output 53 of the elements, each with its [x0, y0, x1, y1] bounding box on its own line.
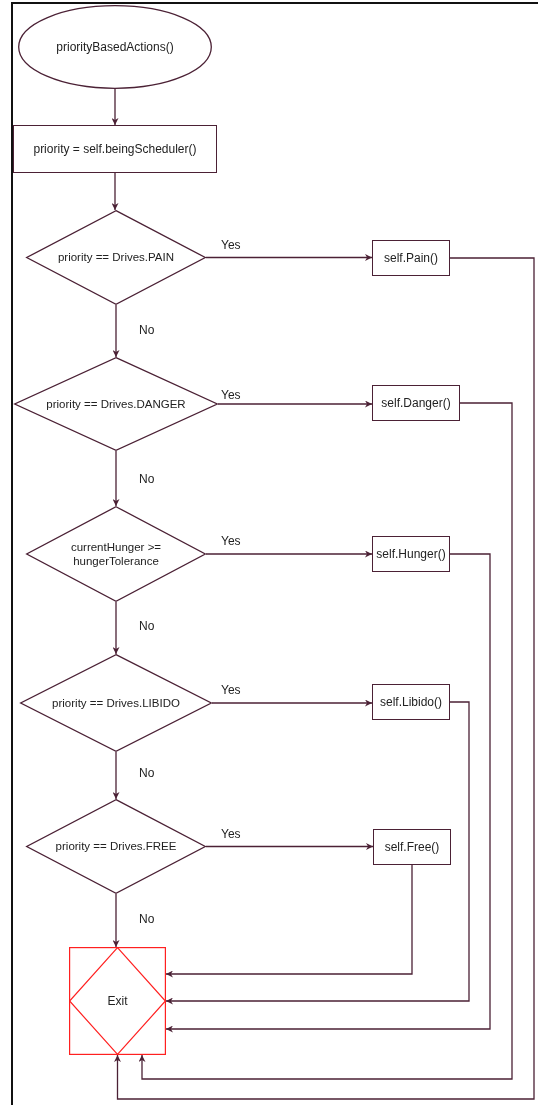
edge-label: No [138, 619, 156, 633]
arrow [165, 864, 413, 978]
process-box [13, 125, 217, 173]
arrow [111, 88, 119, 126]
process-box [372, 536, 450, 572]
decision-diamond [20, 654, 212, 752]
decision-diamond [26, 210, 206, 305]
node-label: priority == Drives.FREE [55, 839, 177, 854]
arrow [138, 402, 513, 1080]
node-label: Exit [107, 993, 128, 1009]
arrow [205, 254, 373, 261]
node-label: priorityBasedActions() [56, 39, 174, 55]
arrow [205, 843, 374, 850]
arrow [205, 550, 373, 558]
edge-label: No [138, 323, 156, 337]
edge-label: Yes [220, 388, 242, 402]
edge-label: No [138, 766, 156, 780]
arrow [211, 699, 373, 707]
node-label: self.Hunger() [376, 546, 446, 562]
node-label: self.Pain() [384, 250, 438, 266]
node-label: priority == Drives.PAIN [57, 250, 175, 265]
start-ellipse [18, 5, 212, 89]
process-box [372, 684, 450, 720]
arrow [217, 400, 373, 408]
exit-symbol [69, 947, 166, 1055]
arrow [112, 751, 120, 800]
edge-label: No [138, 472, 156, 486]
arrow [112, 893, 120, 948]
node-label: self.Free() [384, 839, 440, 855]
edge-label: Yes [220, 534, 242, 548]
arrow [112, 601, 120, 655]
node-label: priority = self.beingScheduler() [33, 141, 197, 157]
arrow [165, 701, 470, 1005]
node-label: self.Danger() [381, 395, 451, 411]
arrow [114, 257, 535, 1100]
node-label: priority == Drives.LIBIDO [52, 695, 180, 711]
edge-label: Yes [220, 683, 242, 697]
process-box [372, 385, 460, 421]
arrow [112, 450, 120, 507]
arrow [111, 172, 119, 211]
decision-diamond [26, 799, 206, 894]
decision-diamond [14, 357, 218, 451]
node-label: priority == Drives.DANGER [46, 396, 186, 412]
edge-label: Yes [220, 238, 242, 252]
arrow [165, 553, 491, 1033]
process-box [372, 240, 450, 276]
edge-label: No [138, 912, 156, 926]
node-label: currentHunger >= hungerTolerance [69, 539, 163, 569]
node-label: self.Libido() [380, 694, 442, 710]
decision-diamond [26, 506, 206, 602]
arrow [112, 304, 120, 358]
process-box [373, 829, 451, 865]
edge-label: Yes [220, 827, 242, 841]
